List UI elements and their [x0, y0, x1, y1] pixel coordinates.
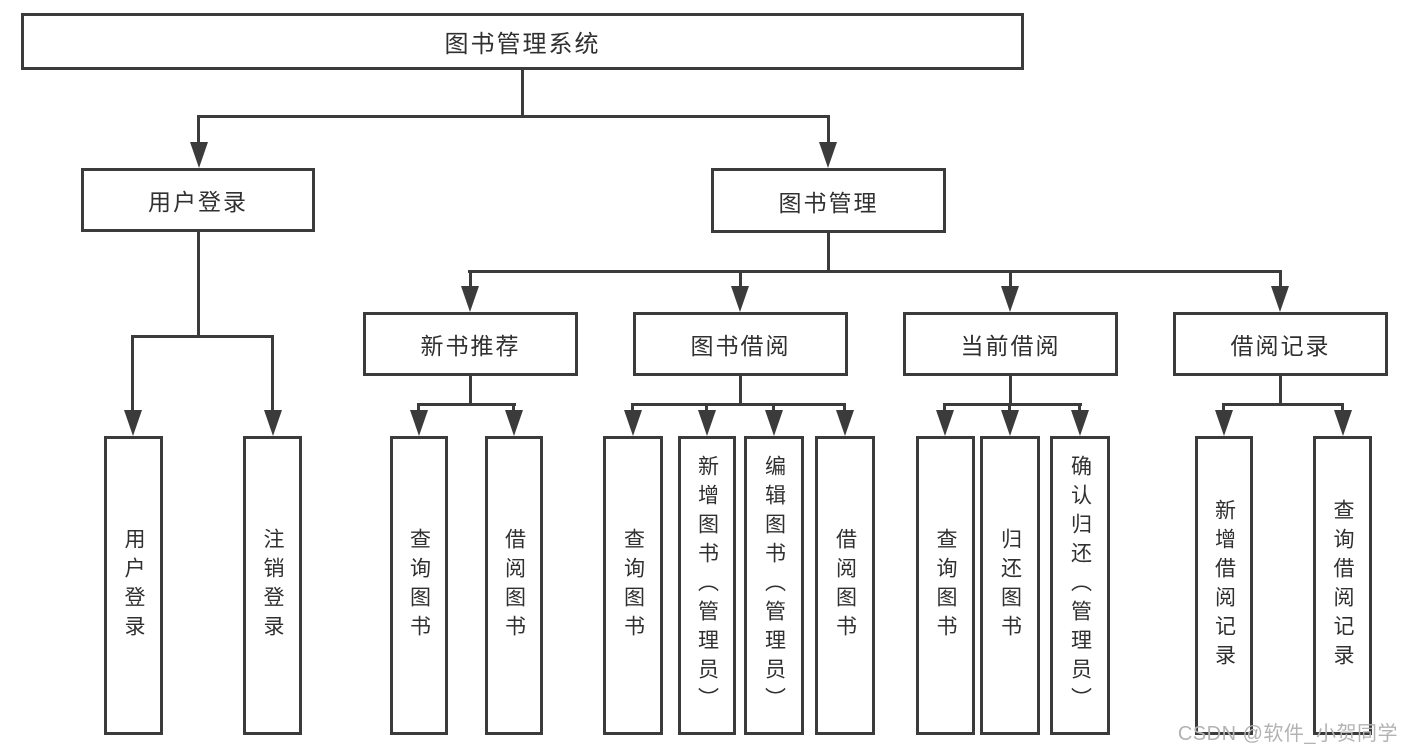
- leaf-query-books-recommend: 查询图书: [390, 436, 448, 735]
- arrow-down-icon: [461, 286, 479, 312]
- connector-arrow-line: [1279, 270, 1282, 288]
- connector-recommend-stem: [469, 376, 472, 405]
- connector-arrow-line: [827, 115, 830, 144]
- leaf-label: 确认归还（管理员）: [1068, 455, 1092, 716]
- node-library-management-system: 图书管理系统: [21, 13, 1024, 70]
- connector-book-mgmt-branch: [468, 270, 1281, 273]
- node-user-login: 用户登录: [81, 168, 315, 232]
- arrow-down-icon: [836, 410, 854, 436]
- node-new-book-recommendation: 新书推荐: [363, 312, 578, 376]
- arrow-down-icon: [1001, 286, 1019, 312]
- leaf-edit-books-admin: 编辑图书（管理员）: [744, 436, 804, 735]
- node-label: 用户登录: [148, 189, 248, 215]
- node-label: 借阅记录: [1230, 333, 1331, 359]
- arrow-down-icon: [264, 410, 282, 436]
- connector-book-mgmt-stem: [827, 233, 830, 270]
- connector-user-login-stem: [197, 232, 200, 335]
- connector-arrow-line: [631, 403, 634, 412]
- leaf-return-books: 归还图书: [980, 436, 1040, 735]
- arrow-down-icon: [624, 410, 642, 436]
- node-book-borrowing: 图书借阅: [633, 312, 848, 376]
- connector-arrow-line: [131, 335, 134, 412]
- arrow-down-icon: [1271, 286, 1289, 312]
- leaf-label: 查询图书: [621, 527, 645, 644]
- leaf-add-borrow-record: 新增借阅记录: [1195, 436, 1253, 735]
- arrow-down-icon: [765, 410, 783, 436]
- arrow-down-icon: [698, 410, 716, 436]
- leaf-user-login: 用户登录: [104, 436, 163, 735]
- connector-arrow-line: [197, 115, 200, 144]
- node-label: 图书管理系统: [444, 31, 601, 58]
- leaf-query-books-current: 查询图书: [916, 436, 975, 735]
- connector-arrow-line: [705, 403, 708, 412]
- csdn-watermark: CSDN @软件_小贺同学: [1177, 723, 1398, 745]
- connector-borrowing-branch: [631, 403, 846, 406]
- leaf-label: 查询借阅记录: [1331, 498, 1354, 673]
- leaf-confirm-return-admin: 确认归还（管理员）: [1050, 436, 1110, 735]
- arrow-down-icon: [819, 142, 837, 168]
- node-book-management: 图书管理: [711, 168, 946, 233]
- leaf-label: 用户登录: [122, 527, 145, 644]
- arrow-down-icon: [505, 410, 523, 436]
- leaf-label: 借阅图书: [833, 527, 857, 644]
- connector-arrow-line: [271, 335, 274, 412]
- arrow-down-icon: [1334, 410, 1352, 436]
- connector-current-branch: [943, 403, 1082, 406]
- node-label: 当前借阅: [960, 333, 1061, 359]
- connector-arrow-line: [943, 403, 946, 412]
- connector-arrow-line: [843, 403, 846, 412]
- connector-user-login-branch: [131, 335, 274, 338]
- leaf-query-borrow-record: 查询借阅记录: [1313, 436, 1372, 735]
- node-label: 图书借阅: [690, 333, 791, 359]
- leaf-borrow-books-borrowing: 借阅图书: [815, 436, 875, 735]
- leaf-label: 注销登录: [261, 527, 284, 644]
- connector-arrow-line: [1222, 403, 1225, 412]
- connector-arrow-line: [739, 270, 742, 288]
- arrow-down-icon: [410, 410, 428, 436]
- leaf-label: 新增借阅记录: [1212, 498, 1236, 673]
- leaf-label: 编辑图书（管理员）: [762, 455, 786, 716]
- leaf-add-books-admin: 新增图书（管理员）: [678, 436, 736, 735]
- connector-arrow-line: [512, 403, 515, 412]
- arrow-down-icon: [1215, 410, 1233, 436]
- leaf-label: 查询图书: [934, 527, 957, 644]
- node-label: 图书管理: [778, 189, 879, 216]
- arrow-down-icon: [1071, 410, 1089, 436]
- leaf-label: 借阅图书: [502, 527, 526, 644]
- connector-arrow-line: [1341, 403, 1344, 412]
- leaf-logout: 注销登录: [243, 436, 302, 735]
- arrow-down-icon: [936, 410, 954, 436]
- connector-borrowing-stem: [739, 376, 742, 405]
- leaf-label: 查询图书: [407, 527, 431, 644]
- leaf-label: 新增图书（管理员）: [695, 455, 719, 716]
- connector-records-stem: [1279, 376, 1282, 405]
- arrow-down-icon: [1001, 410, 1019, 436]
- connector-root-stem: [521, 70, 524, 115]
- connector-arrow-line: [417, 403, 420, 412]
- leaf-label: 归还图书: [998, 527, 1022, 644]
- node-current-borrowing: 当前借阅: [903, 312, 1118, 376]
- connector-current-stem: [1009, 376, 1012, 405]
- node-label: 新书推荐: [420, 333, 521, 359]
- connector-arrow-line: [772, 403, 775, 412]
- arrow-down-icon: [190, 142, 208, 168]
- connector-root-branch: [197, 115, 830, 118]
- leaf-query-books-borrowing: 查询图书: [603, 436, 663, 735]
- connector-records-branch: [1222, 403, 1344, 406]
- arrow-down-icon: [731, 286, 749, 312]
- leaf-borrow-books-recommend: 借阅图书: [485, 436, 543, 735]
- connector-arrow-line: [1078, 403, 1081, 412]
- arrow-down-icon: [124, 410, 142, 436]
- connector-arrow-line: [1008, 403, 1011, 412]
- connector-arrow-line: [469, 270, 472, 288]
- connector-arrow-line: [1009, 270, 1012, 288]
- connector-recommend-branch: [417, 403, 516, 406]
- node-borrowing-records: 借阅记录: [1173, 312, 1388, 376]
